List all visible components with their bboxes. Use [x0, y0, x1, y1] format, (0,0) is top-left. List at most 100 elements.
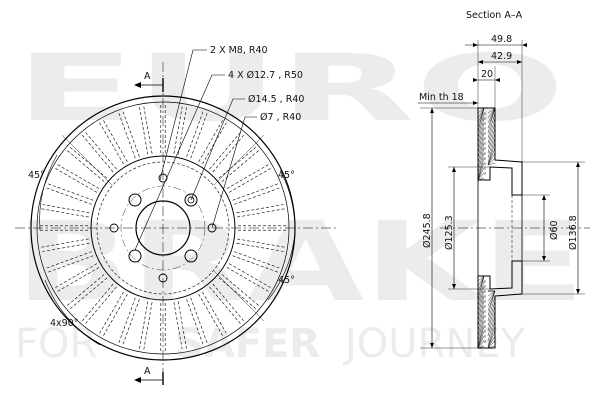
hatch-line: [477, 127, 485, 154]
vane-line: [221, 274, 259, 306]
arrowhead: [452, 167, 456, 172]
hatch-line: [477, 107, 485, 134]
callout-bolts: 2 X M8, R40: [210, 45, 268, 56]
vane-line: [70, 147, 108, 179]
hatch-line: [477, 275, 485, 302]
arrowhead: [473, 43, 478, 47]
hatch-line: [477, 320, 485, 347]
hatch-line: [487, 117, 496, 144]
arrowhead: [430, 108, 434, 113]
dia-inner: Ø125.3: [444, 215, 455, 250]
hatch-line: [487, 107, 496, 129]
vane-line: [228, 263, 271, 288]
hatch-line: [477, 335, 485, 349]
hatch-line: [477, 290, 485, 317]
hatch-line: [487, 345, 496, 349]
hatch-line: [477, 162, 485, 181]
hatch-line: [477, 300, 485, 327]
watermark-brake: BRAKE: [15, 198, 585, 326]
vane-line: [139, 107, 149, 155]
hatch-line: [487, 142, 496, 166]
vane-line: [212, 135, 244, 173]
vane-line: [103, 293, 128, 336]
hatch-line: [487, 107, 496, 119]
vane-line: [143, 106, 153, 154]
hatch-line: [477, 157, 485, 181]
vane-line: [232, 183, 278, 201]
vane-line: [99, 291, 124, 334]
vane-line: [186, 111, 204, 157]
hatch-line: [477, 147, 485, 174]
pin-hole-left: [109, 223, 119, 233]
vane-line: [55, 263, 98, 288]
pin-hole-bottom: [158, 273, 168, 283]
dia-center: Ø60: [549, 220, 560, 240]
vane-line: [118, 297, 136, 343]
vane-line: [122, 111, 140, 157]
hatch-line: [477, 330, 485, 349]
angle-label-pattern: 4x90°: [50, 318, 79, 329]
vane-line: [212, 283, 244, 321]
vane-line: [236, 204, 284, 214]
vane-line: [221, 150, 259, 182]
angle-label-right-bottom: 45°: [278, 275, 295, 286]
hatch-line: [477, 142, 485, 169]
arrowhead: [517, 60, 522, 64]
vane-line: [198, 120, 223, 163]
angle-label-right-top: 45°: [278, 170, 295, 181]
angle-ray-bottom-right: [213, 270, 265, 322]
hatch-line: [487, 162, 496, 166]
vane-line: [103, 120, 128, 163]
section-title: Section A–A: [466, 10, 523, 21]
leader-bolts: [159, 49, 207, 181]
arrowhead: [473, 101, 478, 105]
vane-line: [236, 242, 284, 252]
hatch-line: [487, 335, 496, 349]
vane-line: [237, 208, 285, 218]
callout-pin: Ø7 , R40: [260, 112, 301, 123]
arrowhead: [576, 162, 580, 167]
section-hatching: [477, 107, 496, 349]
hatch-line: [477, 177, 485, 181]
vane-line: [48, 183, 94, 201]
vane-line: [218, 147, 256, 179]
hatch-line: [487, 295, 496, 322]
leader-holes: [134, 74, 225, 251]
watermark-euro: EURO: [15, 35, 565, 142]
vane-line: [41, 208, 89, 218]
bolt-hole-right: [184, 193, 198, 207]
front-view: [15, 49, 338, 385]
vane-line: [226, 267, 269, 292]
vane-line: [234, 187, 280, 205]
dia-hat: Ø136.8: [568, 215, 579, 250]
hatch-line: [477, 275, 485, 282]
vane-line: [202, 291, 227, 334]
section-marker-bottom-arrowhead: [134, 377, 141, 383]
hatch-line: [487, 315, 496, 342]
hatch-line: [487, 290, 496, 297]
hatch-line: [477, 295, 485, 322]
hatch-line: [487, 122, 496, 149]
hatch-line: [487, 290, 496, 312]
vane-line: [237, 238, 285, 248]
dim-disc-thickness: 20: [481, 69, 493, 80]
dia-outer: Ø245.8: [422, 213, 433, 248]
hatch-line: [487, 290, 496, 302]
vane-line: [41, 238, 89, 248]
center-bore: [135, 200, 191, 256]
min-thickness: Min th 18: [419, 92, 464, 103]
hatch-line: [487, 290, 496, 307]
vane-line: [70, 277, 108, 309]
angle-ray-left: [61, 134, 113, 186]
vane-line: [67, 150, 105, 182]
hatch-line: [487, 107, 496, 124]
hatch-line: [477, 132, 485, 159]
hatch-line: [477, 117, 485, 144]
vane-line: [67, 274, 105, 306]
hatch-line: [477, 107, 485, 119]
section-view: [418, 40, 590, 349]
hat-outer: [96, 161, 230, 295]
bolt-hole-left: [128, 193, 142, 207]
vane-line: [234, 251, 280, 269]
hatch-line: [477, 345, 485, 349]
